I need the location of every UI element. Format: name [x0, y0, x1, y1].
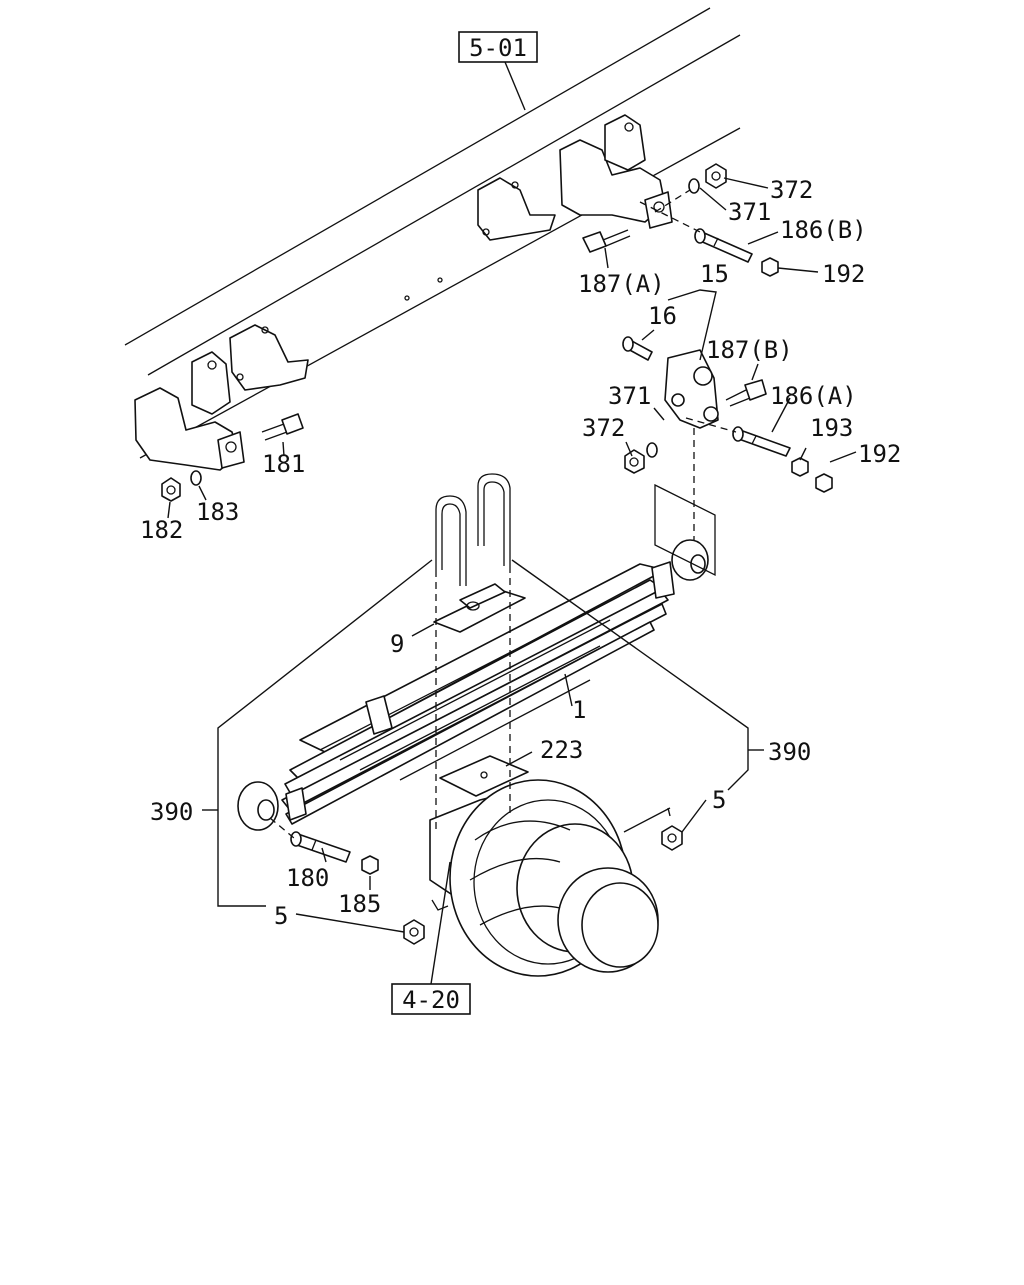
assembly-lines	[269, 189, 737, 839]
callout-5-left[interactable]: 5	[274, 902, 288, 930]
frame-rail	[124, 7, 741, 459]
spring-pin-186b[interactable]	[694, 228, 753, 263]
callout-180[interactable]: 180	[286, 864, 329, 892]
callout-372-mid[interactable]: 372	[582, 414, 625, 442]
u-bolt-left[interactable]	[435, 495, 467, 586]
callout-9[interactable]: 9	[390, 630, 404, 658]
washer-371-mid[interactable]	[646, 442, 658, 458]
callout-185[interactable]: 185	[338, 890, 381, 918]
rear-hanger-bracket	[477, 114, 673, 241]
callout-187b[interactable]: 187(B)	[706, 336, 793, 364]
washer-183[interactable]	[190, 470, 202, 486]
callout-371-top[interactable]: 371	[728, 198, 771, 226]
u-bolt-right[interactable]	[477, 473, 511, 566]
callout-390-left[interactable]: 390	[150, 798, 193, 826]
axle-hub	[429, 779, 659, 977]
shackle-assembly[interactable]	[664, 349, 719, 429]
nut-5-right[interactable]	[661, 825, 683, 851]
spring-pin-186a[interactable]	[732, 426, 791, 457]
fitting-193[interactable]	[791, 457, 809, 477]
spring-pin-180[interactable]	[290, 831, 351, 863]
fitting-185[interactable]	[361, 855, 379, 875]
callout-186b[interactable]: 186(B)	[780, 216, 867, 244]
callout-labels: 372 371 186(B) 187(A) 192 15 16 187(B) 3…	[140, 176, 901, 930]
callout-1[interactable]: 1	[572, 696, 586, 724]
bolt-187b[interactable]	[725, 379, 767, 407]
washer-371-top[interactable]	[688, 178, 700, 194]
callout-372-top[interactable]: 372	[770, 176, 813, 204]
bolt-187a[interactable]	[582, 229, 631, 253]
leaf-spring-1[interactable]	[237, 539, 709, 831]
nut-372-top[interactable]	[705, 163, 727, 189]
callout-193[interactable]: 193	[810, 414, 853, 442]
callout-371-mid[interactable]: 371	[608, 382, 651, 410]
callout-181[interactable]: 181	[262, 450, 305, 478]
grease-fitting-192-mid[interactable]	[815, 473, 833, 493]
callout-183[interactable]: 183	[196, 498, 239, 526]
front-hanger-bracket	[134, 324, 309, 471]
axle-reference-label: 4-20	[402, 986, 460, 1014]
grease-fitting-192-top[interactable]	[761, 257, 779, 277]
callout-16[interactable]: 16	[648, 302, 677, 330]
nut-5-left[interactable]	[403, 919, 425, 945]
leader-lines	[167, 177, 857, 933]
callout-192-mid[interactable]: 192	[858, 440, 901, 468]
frame-reference-label: 5-01	[469, 34, 527, 62]
callout-223[interactable]: 223	[540, 736, 583, 764]
spring-seat-9[interactable]	[433, 583, 526, 633]
callout-186a[interactable]: 186(A)	[770, 382, 857, 410]
callout-192-top[interactable]: 192	[822, 260, 865, 288]
nut-372-mid[interactable]	[624, 449, 645, 474]
callout-15[interactable]: 15	[700, 260, 729, 288]
bushing-16[interactable]	[622, 336, 653, 361]
axle-reference-box[interactable]: 4-20	[391, 861, 471, 1015]
bolt-181[interactable]	[261, 413, 304, 441]
callout-390-right[interactable]: 390	[768, 738, 811, 766]
nut-182[interactable]	[161, 477, 181, 502]
callout-5-right[interactable]: 5	[712, 786, 726, 814]
frame-reference-box[interactable]: 5-01	[458, 31, 538, 111]
callout-182[interactable]: 182	[140, 516, 183, 544]
callout-187a[interactable]: 187(A)	[578, 270, 665, 298]
